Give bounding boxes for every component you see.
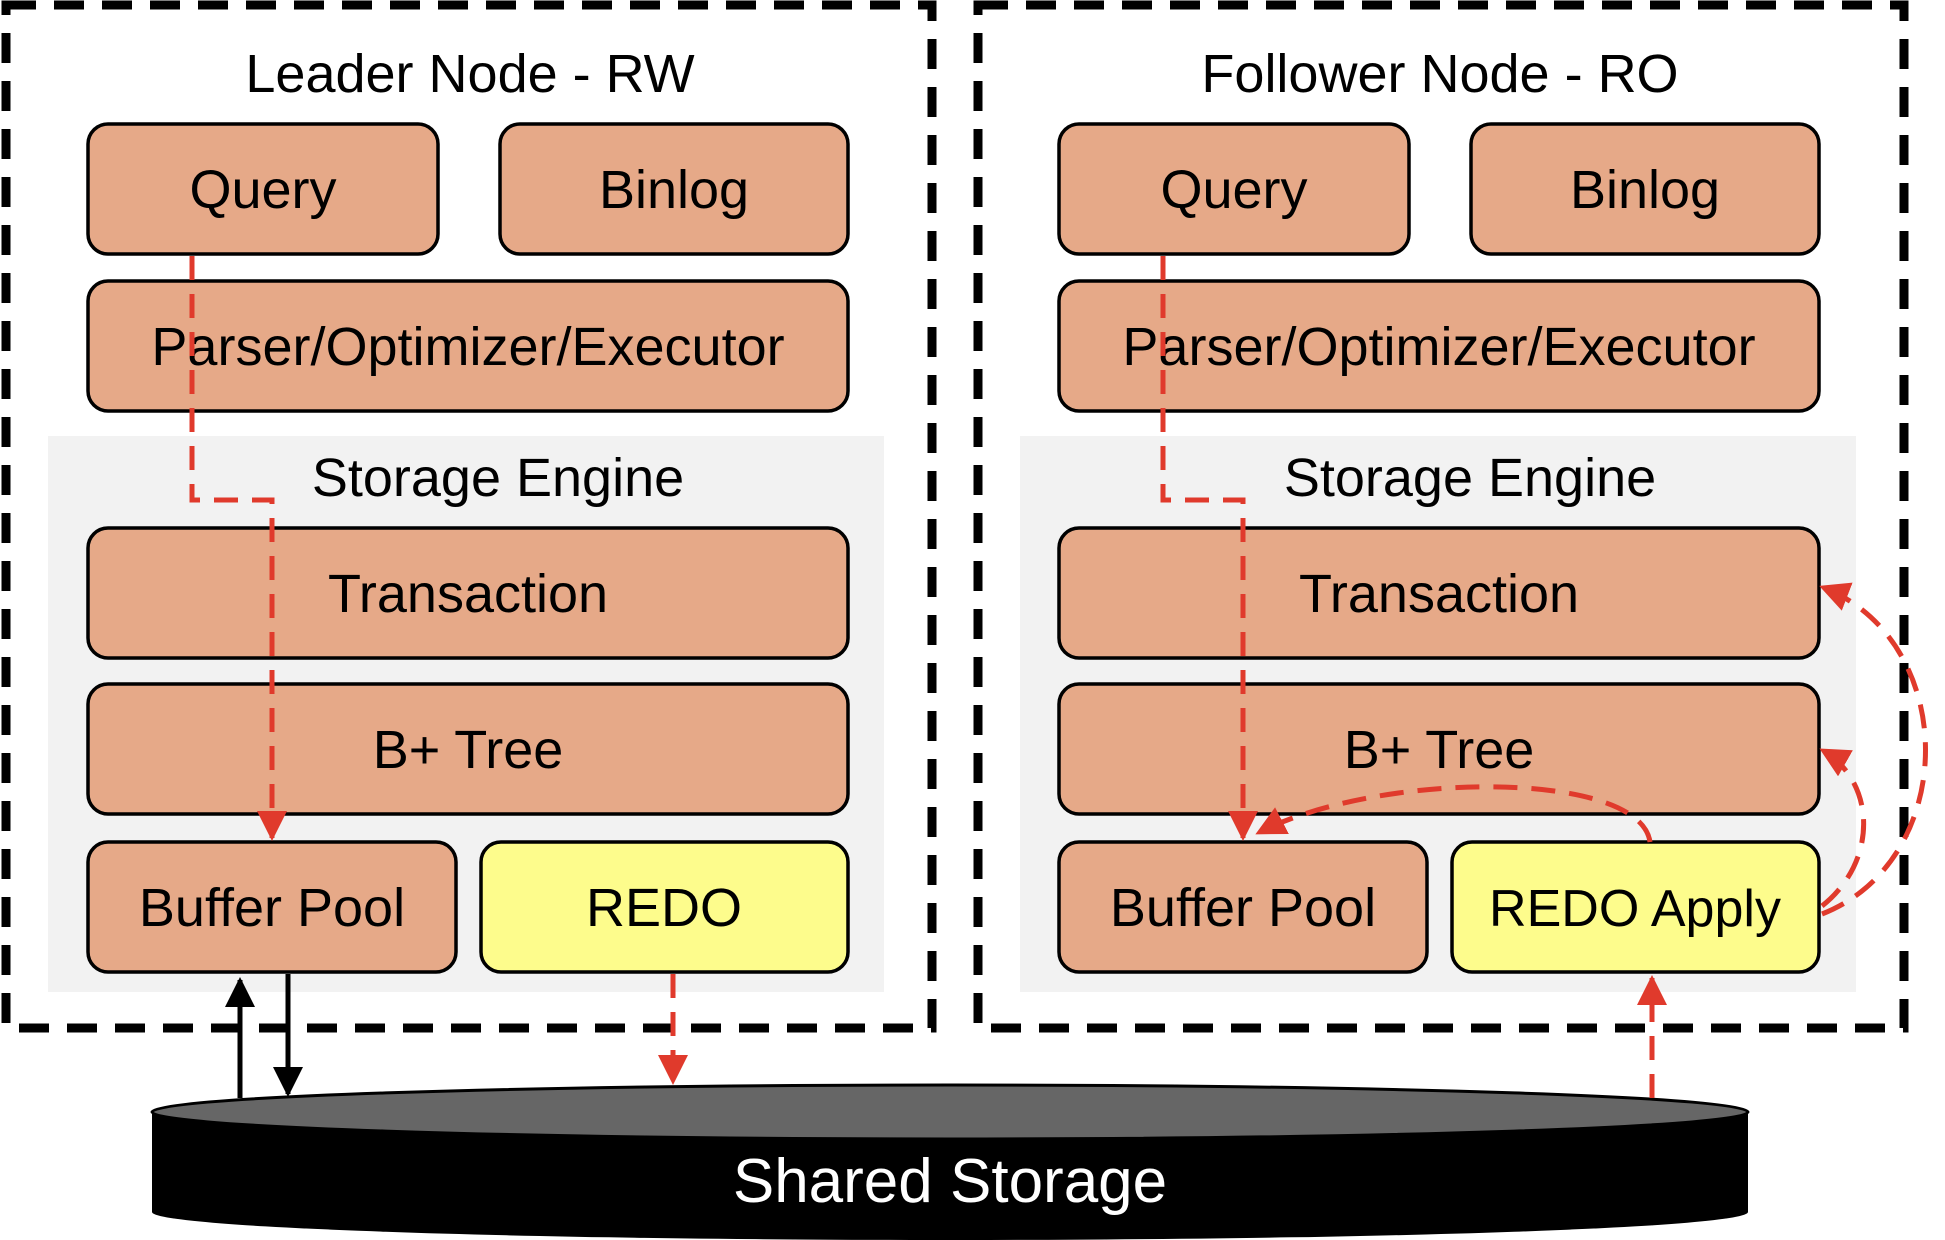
follower-parser-label: Parser/Optimizer/Executor [1122,317,1755,377]
follower-parser-box: Parser/Optimizer/Executor [1057,279,1821,413]
shared-storage-cylinder-body [152,1112,1748,1240]
leader-node-title: Leader Node - RW [245,44,694,104]
leader-transaction-box: Transaction [86,526,850,660]
leader-btree-label: B+ Tree [373,720,564,780]
follower-binlog-label: Binlog [1570,160,1720,220]
follower-node: Follower Node - RO Storage Engine Query … [973,0,1928,1033]
follower-btree-box: B+ Tree [1057,682,1821,816]
leader-node: Leader Node - RW Storage Engine Query Bi… [1,0,937,1033]
follower-buffer-pool-box: Buffer Pool [1057,840,1429,974]
leader-query-label: Query [189,160,336,220]
leader-parser-box: Parser/Optimizer/Executor [86,279,850,413]
follower-redo-apply-label: REDO Apply [1489,880,1781,938]
follower-query-label: Query [1160,160,1307,220]
follower-redo-apply-box: REDO Apply [1450,840,1821,974]
follower-binlog-box: Binlog [1469,122,1821,256]
leader-storage-engine-label: Storage Engine [312,448,684,508]
leader-query-flow-arrow [189,256,287,841]
leader-query-box: Query [86,122,440,256]
leader-binlog-box: Binlog [498,122,850,256]
leader-buffer-pool-box: Buffer Pool [86,840,458,974]
redo-apply-to-buffer-pool-arrow [1255,784,1653,843]
leader-redo-box: REDO [479,840,850,974]
follower-query-flow-arrow [1160,256,1258,841]
leader-binlog-label: Binlog [599,160,749,220]
leader-parser-label: Parser/Optimizer/Executor [151,317,784,377]
shared-storage-cylinder-top [150,1083,1750,1141]
follower-storage-engine-label: Storage Engine [1284,448,1656,508]
follower-node-title: Follower Node - RO [1201,44,1678,104]
leader-transaction-label: Transaction [328,564,608,624]
redo-apply-to-btree-arrow [1819,747,1867,908]
follower-node-border [973,0,1909,1033]
follower-btree-label: B+ Tree [1344,720,1535,780]
follower-buffer-pool-label: Buffer Pool [1110,878,1376,938]
leader-redo-label: REDO [586,878,742,938]
shared-storage-label: Shared Storage [733,1147,1167,1216]
leader-btree-box: B+ Tree [86,682,850,816]
leader-buffer-pool-label: Buffer Pool [139,878,405,938]
follower-transaction-box: Transaction [1057,526,1821,660]
follower-transaction-label: Transaction [1299,564,1579,624]
shared-storage: Shared Storage [150,1083,1750,1240]
redo-apply-to-transaction-arrow [1819,582,1928,917]
follower-query-box: Query [1057,122,1411,256]
leader-node-border [1,0,937,1033]
